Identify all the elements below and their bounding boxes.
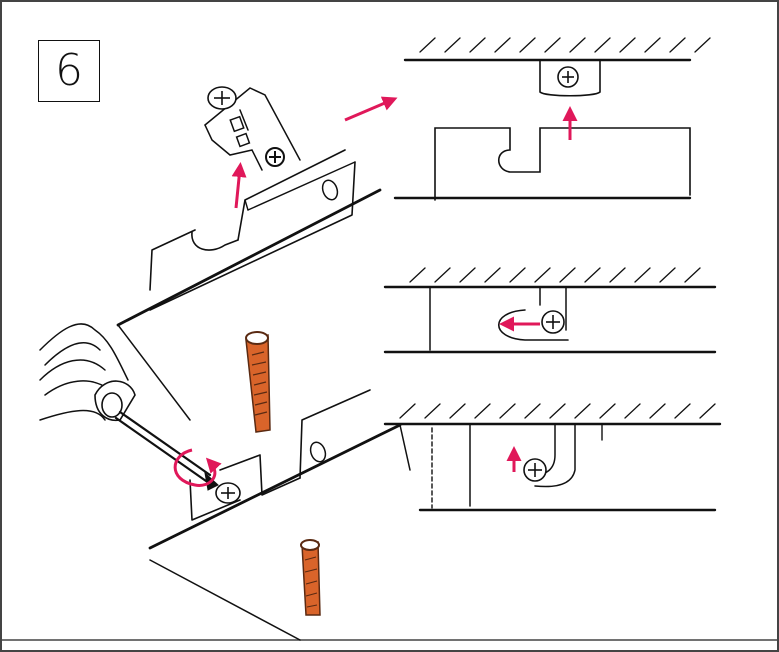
detail-panel-1	[393, 37, 711, 201]
screw-icon	[207, 86, 237, 110]
dowel-icon	[245, 331, 271, 433]
step-number: 6	[55, 45, 83, 96]
hanger-bracket	[204, 87, 301, 171]
screw-icon	[557, 66, 579, 88]
arrow-icon	[344, 96, 398, 122]
detail-panel-3	[383, 403, 722, 512]
main-cabinet-panel	[116, 149, 411, 641]
hand-icon	[39, 323, 129, 421]
dowel-icon	[300, 539, 321, 616]
screw-icon	[541, 310, 565, 334]
step-number-box: 6	[38, 40, 100, 102]
screw-icon	[523, 458, 547, 482]
arrow-icon	[231, 162, 247, 209]
detail-panel-2	[383, 267, 717, 354]
screw-icon	[215, 482, 241, 504]
screw-icon	[265, 147, 285, 167]
rotate-arrow-icon	[173, 448, 222, 487]
screwdriver-icon	[94, 380, 219, 491]
